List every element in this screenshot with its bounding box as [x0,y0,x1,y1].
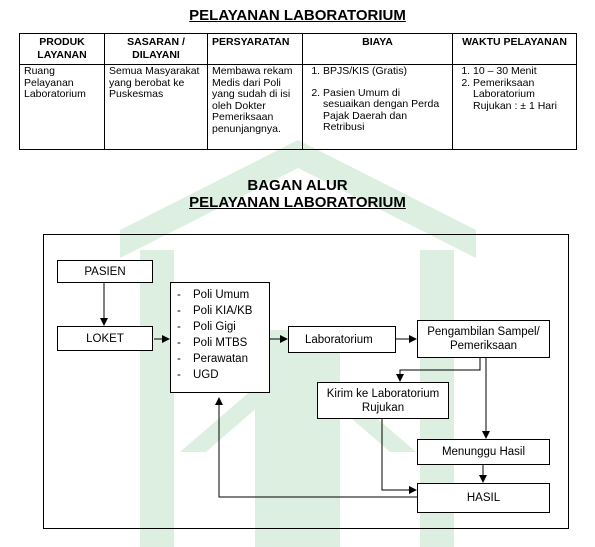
cell-sasaran: Semua Masyarakat yang berobat ke Puskesm… [104,64,208,150]
poli-item: -Poli MTBS [177,337,248,349]
arrow-pengambilan-kirim [396,358,481,382]
node-menunggu: Menunggu Hasil [417,439,550,465]
poli-item: -Poli Gigi [177,321,236,333]
flow-title-line2: PELAYANAN LABORATORIUM [189,194,406,211]
poli-item: -UGD [177,369,219,381]
cell-produk: Ruang Pelayanan Laboratorium [19,64,105,150]
poli-item: -Perawatan [177,353,248,365]
poli-item: -Poli KIA/KB [177,305,253,317]
biaya-item: Pasien Umum di sesuaikan dengan Perda Pa… [323,87,448,134]
page-title: PELAYANAN LABORATORIUM [189,7,406,24]
waktu-item: Pemeriksaan Laboratorium Rujukan : ± 1 H… [473,77,572,113]
node-kirim: Kirim ke Laboratorium Rujukan [317,382,449,419]
waktu-item: 10 – 30 Menit [473,65,572,78]
biaya-item: BPJS/KIS (Gratis) [323,65,448,78]
node-poli: -Poli Umum -Poli KIA/KB -Poli Gigi -Poli… [170,282,270,393]
node-hasil: HASIL [417,483,550,513]
node-pengambilan: Pengambilan Sampel/ Pemeriksaan [417,320,550,358]
header-biaya: BIAYA [302,33,453,65]
node-loket: LOKET [57,326,153,351]
arrow-hasil-poli [215,397,418,498]
flow-frame [43,234,569,529]
service-table: PRODUK LAYANAN SASARAN / DILAYANI PERSYA… [19,33,577,150]
arrow-kirim-hasil [381,419,417,494]
node-pasien: PASIEN [57,260,153,283]
poli-item: -Poli Umum [177,289,250,301]
cell-persyaratan: Membawa rekam Medis dari Poli yang sudah… [207,64,303,150]
cell-biaya: BPJS/KIS (Gratis) Pasien Umum di sesuaik… [302,64,453,150]
header-sasaran: SASARAN / DILAYANI [104,33,208,65]
cell-waktu: 10 – 30 Menit Pemeriksaan Laboratorium R… [452,64,577,150]
node-laboratorium: Laboratorium [288,326,396,353]
flow-title-line1: BAGAN ALUR [247,177,348,194]
